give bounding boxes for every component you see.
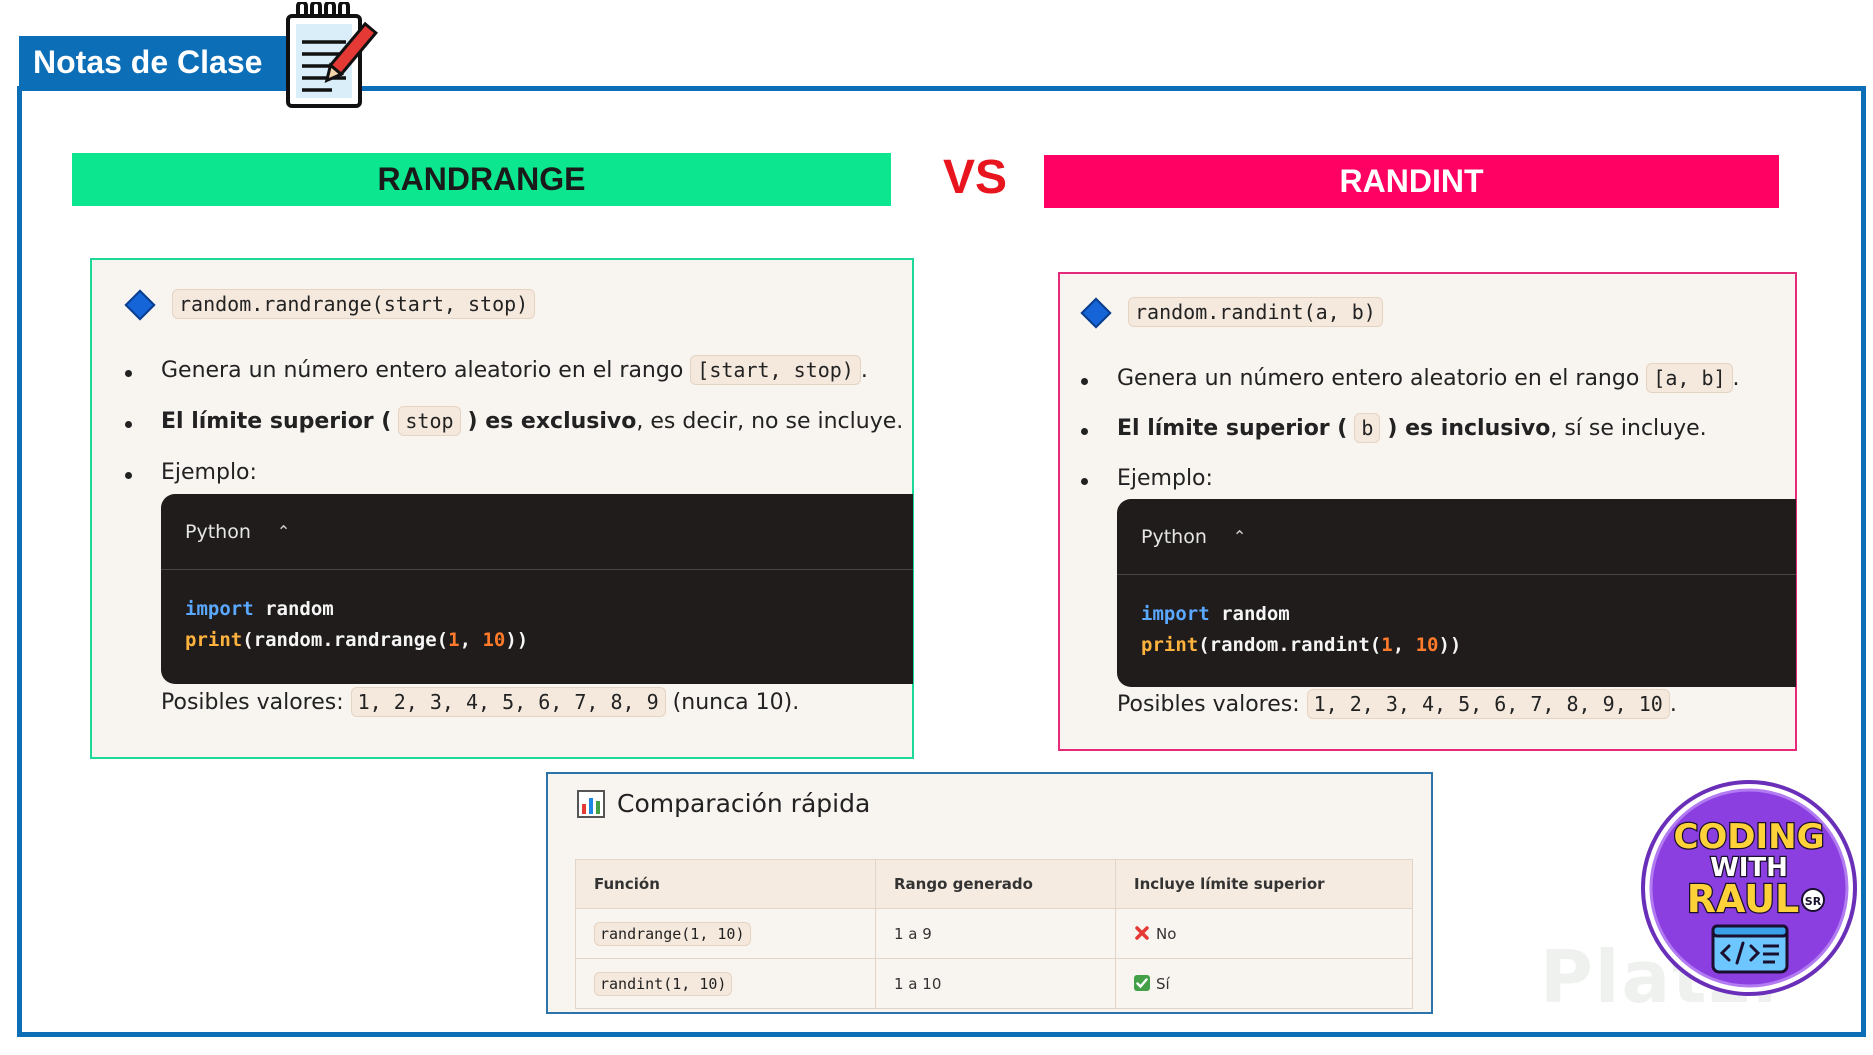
randrange-bullet-2: El límite superior ( stop ) es exclusivo… [125,406,903,436]
randint-signature: random.randint(a, b) [1128,297,1383,327]
randint-title-bar: RANDINT [1044,155,1779,208]
randrange-code-block: Python ⌃ import random print(random.rand… [161,494,913,684]
collapse-chevron-icon[interactable]: ⌃ [276,522,291,541]
logo-badge: SR [1805,895,1822,908]
range-cell: 1 a 10 [875,958,1116,1009]
randrange-bullet-1: Genera un número entero aleatorio en el … [125,355,868,385]
code-language-label: Python [185,520,251,543]
randint-bullet-3: Ejemplo: [1081,466,1213,491]
randrange-signature: random.randrange(start, stop) [172,289,536,319]
bar-chart-icon [577,789,605,818]
randint-code-block: Python ⌃ import random print(random.rand… [1117,499,1796,687]
table-header-row: Función Rango generado Incluye límite su… [575,859,1413,909]
randint-values: Posibles valores: 1, 2, 3, 4, 5, 6, 7, 8… [1117,689,1677,719]
comparison-title: Comparación rápida [577,789,870,818]
randint-bullet-2: El límite superior ( b ) es inclusivo, s… [1081,413,1707,443]
function-code: randrange(1, 10) [594,921,751,946]
range-cell: 1 a 9 [875,908,1116,959]
comparison-table: Función Rango generado Incluye límite su… [575,859,1413,1009]
randrange-values: Posibles valores: 1, 2, 3, 4, 5, 6, 7, 8… [161,687,799,717]
notepad-icon [286,2,378,108]
notes-frame [17,86,1866,1037]
notes-tag: Notas de Clase [19,36,294,88]
header-rango: Rango generado [875,859,1116,909]
table-row: randint(1, 10) 1 a 10 Sí [575,958,1413,1009]
randrange-bullet-3: Ejemplo: [125,460,257,485]
includes-value: Sí [1156,974,1170,993]
vs-label: VS [942,151,1008,204]
coding-with-raul-logo: CODING WITH RAUL SR [1641,780,1857,996]
check-mark-icon [1134,974,1150,991]
cross-mark-icon [1135,925,1149,940]
table-row: randrange(1, 10) 1 a 9 No [575,908,1413,959]
code-content: import random print(random.randrange(1, … [185,598,529,651]
logo-line-1: CODING [1673,817,1824,857]
code-language-label: Python [1141,525,1207,548]
randrange-title-bar: RANDRANGE [72,153,891,206]
code-header: Python ⌃ [1117,499,1796,575]
includes-value: No [1156,924,1177,943]
logo-line-3: RAUL [1687,877,1800,921]
logo-line-2: WITH [1710,853,1788,883]
code-header: Python ⌃ [161,494,913,570]
code-window-icon [1711,924,1789,974]
collapse-chevron-icon[interactable]: ⌃ [1232,527,1247,546]
randint-bullet-1: Genera un número entero aleatorio en el … [1081,363,1740,393]
header-funcion: Función [575,859,876,909]
code-content: import random print(random.randint(1, 10… [1141,603,1462,656]
header-incluye: Incluye límite superior [1115,859,1413,909]
function-code: randint(1, 10) [594,971,733,996]
